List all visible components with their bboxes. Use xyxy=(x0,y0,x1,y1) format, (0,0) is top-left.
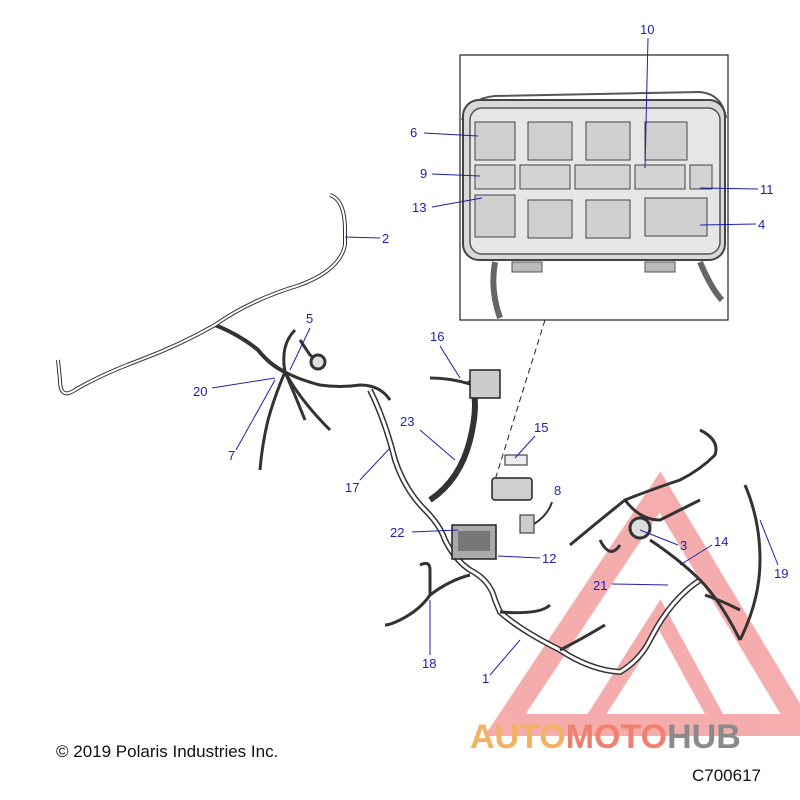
harness-lower-left xyxy=(384,561,606,652)
callout-2: 2 xyxy=(382,231,389,246)
callout-17: 17 xyxy=(345,480,359,495)
callout-23: 23 xyxy=(400,414,414,429)
callout-20: 20 xyxy=(193,384,207,399)
callout-15: 15 xyxy=(534,420,548,435)
callout-11: 11 xyxy=(760,182,774,197)
module-15 xyxy=(491,454,533,501)
connector-16 xyxy=(429,369,501,399)
brand-part-hub: HUB xyxy=(667,718,741,756)
watermark-brand: AUTOMOTOHUB xyxy=(470,718,741,757)
callout-14: 14 xyxy=(714,534,728,549)
callout-5: 5 xyxy=(306,311,313,326)
harness-left-cluster xyxy=(258,328,392,471)
inset-leader xyxy=(494,319,546,481)
callout-22: 22 xyxy=(390,525,404,540)
callout-9: 9 xyxy=(420,166,427,181)
callout-16: 16 xyxy=(430,329,444,344)
callout-3: 3 xyxy=(680,538,687,553)
callout-labels: 1 2 3 4 5 6 7 8 9 10 11 12 13 14 15 16 1… xyxy=(193,22,788,686)
connector-8 xyxy=(519,501,553,534)
callout-21: 21 xyxy=(593,578,607,593)
relay-box-inset xyxy=(459,54,729,321)
harness-upper xyxy=(56,193,347,396)
callout-19: 19 xyxy=(774,566,788,581)
callout-10: 10 xyxy=(640,22,654,37)
brand-part-auto: AUTO xyxy=(470,718,566,756)
callout-13: 13 xyxy=(412,200,426,215)
harness-right-cluster xyxy=(569,428,762,641)
diagram-code: C700617 xyxy=(692,766,762,785)
callout-12: 12 xyxy=(542,551,556,566)
callout-8: 8 xyxy=(554,483,561,498)
callout-7: 7 xyxy=(228,448,235,463)
callout-6: 6 xyxy=(410,125,417,140)
fuse-block-22 xyxy=(451,524,497,560)
callout-4: 4 xyxy=(758,217,765,232)
copyright-notice: © 2019 Polaris Industries Inc. xyxy=(56,742,279,761)
callout-1: 1 xyxy=(482,671,489,686)
watermark-triangle xyxy=(484,471,800,736)
callout-18: 18 xyxy=(422,656,436,671)
brand-part-moto: MOTO xyxy=(565,718,668,756)
